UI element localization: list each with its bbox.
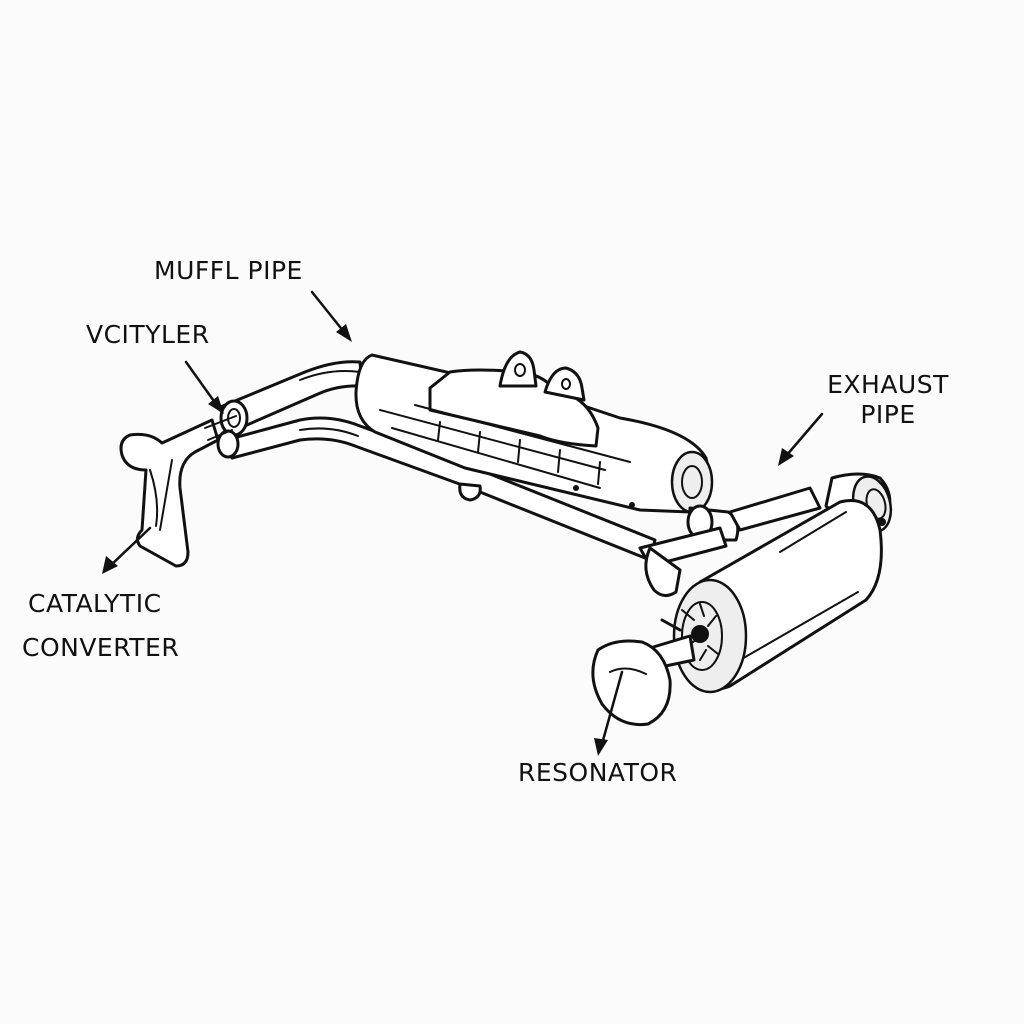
muffler — [354, 350, 714, 514]
arrow-exhaust-pipe — [778, 412, 824, 466]
label-vcityler: VCITYLER — [86, 320, 210, 349]
label-catalytic-converter: CATALYTIC CONVERTER — [22, 582, 179, 670]
joint-pipe — [638, 504, 740, 597]
label-exhaust-pipe-line1: EXHAUST — [827, 370, 949, 399]
resonator-tip — [591, 634, 696, 727]
resonator — [660, 499, 883, 694]
label-resonator: RESONATOR — [518, 758, 678, 787]
label-catalytic-converter-line1: CATALYTIC — [28, 589, 162, 618]
catalytic-converter — [119, 399, 249, 568]
arrow-resonator — [594, 670, 624, 756]
arrow-vcityler — [184, 360, 224, 414]
arrow-muffl-pipe — [310, 290, 352, 342]
label-catalytic-converter-line2: CONVERTER — [22, 633, 180, 662]
label-exhaust-pipe: EXHAUST PIPE — [808, 370, 968, 430]
label-exhaust-pipe-line2: PIPE — [860, 400, 916, 429]
arrow-catalytic-converter — [102, 526, 152, 574]
label-muffl-pipe: MUFFL PIPE — [154, 256, 303, 285]
